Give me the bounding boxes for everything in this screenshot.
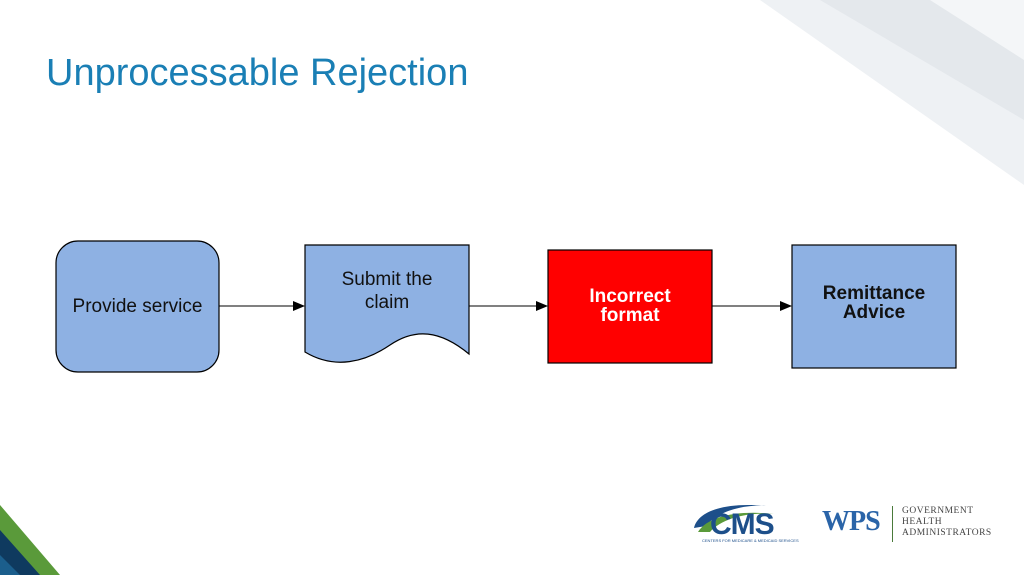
wps-sub-line-1: GOVERNMENT (902, 506, 974, 516)
wps-subtitle: GOVERNMENT HEALTH ADMINISTRATORS (902, 506, 992, 539)
node-incorrect-format (547, 249, 713, 364)
footer-logos: CMS CENTERS FOR MEDICARE & MEDICAID SERV… (688, 498, 1008, 550)
slide-title: Unprocessable Rejection (46, 52, 469, 94)
cms-wordmark: CMS (710, 508, 775, 541)
node-label-incorrect-format: Incorrect format (548, 250, 712, 362)
node-submit-claim (304, 244, 470, 363)
submit-line-2: claim (364, 292, 410, 313)
node-label-provide-service: Provide service (56, 241, 219, 372)
wps-logo: WPS GOVERNMENT HEALTH ADMINISTRATORS (822, 504, 1002, 544)
incorrect-line-1: Incorrect (589, 286, 671, 307)
provide-service-text: Provide service (72, 295, 203, 317)
wps-sub-line-3: ADMINISTRATORS (902, 528, 992, 538)
wps-divider (892, 506, 893, 542)
wps-wordmark: WPS (822, 506, 881, 537)
node-label-remittance-advice: Remittance Advice (792, 245, 956, 368)
submit-line-1: Submit the (341, 269, 433, 291)
node-remittance-advice (791, 244, 957, 369)
cms-swoosh-icon (694, 504, 774, 532)
wps-sub-line-2: HEALTH (902, 517, 943, 527)
node-label-submit-claim: Submit the claim (305, 256, 469, 328)
remit-line-2: Advice (842, 301, 906, 323)
corner-accent-navy (0, 530, 40, 575)
remit-line-1: Remittance (822, 282, 926, 304)
cms-tagline: CENTERS FOR MEDICARE & MEDICAID SERVICES (702, 538, 799, 543)
incorrect-line-2: format (600, 305, 660, 326)
cms-logo: CMS CENTERS FOR MEDICARE & MEDICAID SERV… (688, 498, 800, 550)
